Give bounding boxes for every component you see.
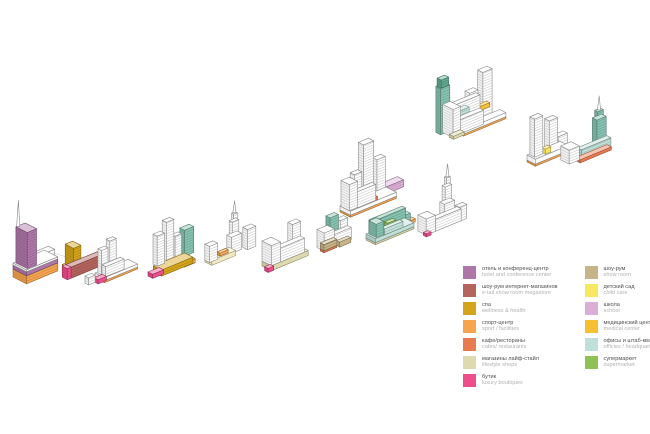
- legend-labels: спорт-центр sport / facilities: [482, 320, 519, 333]
- legend-labels: шоу-рум show room: [604, 266, 631, 279]
- legend-label-en: lifestyle shops: [482, 362, 518, 369]
- legend-labels: магазины лайф-стайл lifestyle shops: [482, 356, 539, 369]
- legend-swatch: [463, 374, 476, 387]
- legend-item: магазины лайф-стайл lifestyle shops: [463, 356, 558, 369]
- legend-labels: школа school: [604, 302, 620, 315]
- legend-swatch: [584, 356, 598, 369]
- legend-labels: спа wellness & health: [482, 302, 526, 315]
- legend-label-ru: спа: [482, 302, 491, 308]
- legend-item: школа school: [584, 302, 650, 315]
- legend-item: спа wellness & health: [463, 302, 558, 315]
- legend-label-ru: бутик: [482, 374, 497, 380]
- legend-item: кафе/рестораны cafes/ restaurants: [463, 338, 558, 351]
- legend-swatch: [463, 320, 476, 333]
- legend-item: спорт-центр sport / facilities: [463, 320, 558, 333]
- legend-label-ru: шоу-рум: [603, 266, 626, 272]
- legend-swatch: [584, 266, 598, 279]
- legend-swatch: [584, 320, 598, 333]
- legend-label-ru: спорт-центр: [482, 320, 514, 326]
- legend-swatch: [584, 338, 598, 351]
- legend-label-ru: офисы и штаб-квартиры: [603, 338, 650, 344]
- legend-labels: офисы и штаб-квартиры officies / headqua…: [604, 338, 650, 351]
- legend-label-en: medical center: [603, 326, 640, 333]
- legend-column-left: отель и конференц-центр hotel and confer…: [463, 266, 558, 387]
- legend-label-en: e-tail show room megastore: [482, 290, 552, 297]
- legend-label-en: luxury boutiques: [482, 380, 523, 387]
- legend-label-en: hotel and conference center: [482, 272, 552, 279]
- legend-label-en: officies / headquarters: [603, 344, 650, 351]
- legend-item: детский сад child care: [584, 284, 650, 297]
- legend-label-ru: медицинский центр: [603, 320, 650, 326]
- legend-swatch: [584, 284, 598, 297]
- legend-item: медицинский центр medical center: [584, 320, 650, 333]
- legend-labels: бутик luxury boutiques: [482, 374, 523, 387]
- legend-item: бутик luxury boutiques: [463, 374, 558, 387]
- legend-item: шоу-рум show room: [584, 266, 650, 279]
- legend-swatch: [463, 284, 476, 297]
- legend-label-ru: школа: [603, 302, 620, 308]
- legend-swatch: [463, 356, 476, 369]
- legend-label-ru: кафе/рестораны: [482, 338, 525, 344]
- legend-label-ru: магазины лайф-стайл: [482, 356, 540, 362]
- legend-label-ru: детский сад: [603, 284, 635, 290]
- legend-column-right: шоу-рум show room детский сад child care…: [584, 266, 650, 387]
- legend-label-ru: шоу-рум интернет-магазинов: [482, 284, 558, 290]
- legend-label-en: cafes/ restaurants: [482, 344, 527, 351]
- legend-label-ru: отель и конференц-центр: [482, 266, 549, 272]
- legend-swatch: [463, 302, 476, 315]
- legend-item: отель и конференц-центр hotel and confer…: [463, 266, 558, 279]
- legend-labels: отель и конференц-центр hotel and confer…: [482, 266, 551, 279]
- legend-swatch: [463, 266, 476, 279]
- legend-labels: детский сад child care: [604, 284, 635, 297]
- legend: отель и конференц-центр hotel and confer…: [463, 266, 650, 387]
- legend-label-en: wellness & health: [482, 308, 526, 315]
- legend-label-en: school: [603, 308, 620, 315]
- legend-labels: супермаркет supermarket: [604, 356, 637, 369]
- legend-labels: медицинский центр medical center: [604, 320, 650, 333]
- legend-label-ru: супермаркет: [603, 356, 637, 362]
- legend-labels: шоу-рум интернет-магазинов e-tail show r…: [482, 284, 558, 297]
- legend-item: шоу-рум интернет-магазинов e-tail show r…: [463, 284, 558, 297]
- legend-label-en: supermarket: [603, 362, 635, 369]
- legend-item: супермаркет supermarket: [584, 356, 650, 369]
- legend-label-en: child care: [603, 290, 628, 297]
- legend-swatch: [584, 302, 598, 315]
- legend-item: офисы и штаб-квартиры officies / headqua…: [584, 338, 650, 351]
- legend-label-en: show room: [603, 272, 631, 279]
- legend-swatch: [463, 338, 476, 351]
- legend-labels: кафе/рестораны cafes/ restaurants: [482, 338, 526, 351]
- legend-label-en: sport / facilities: [482, 326, 519, 333]
